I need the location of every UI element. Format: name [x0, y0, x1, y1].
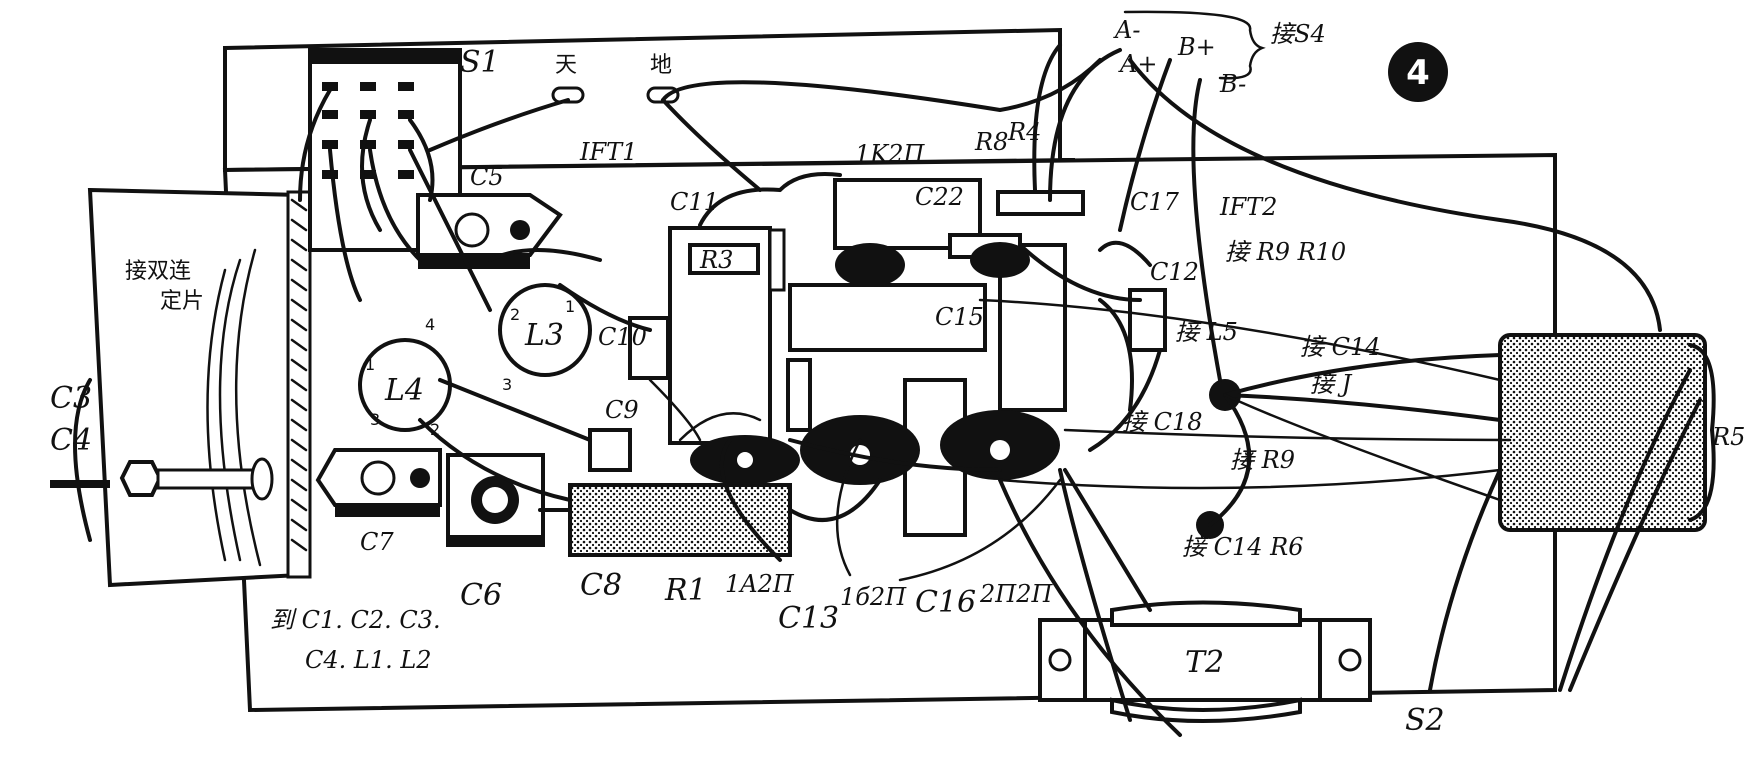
- label-dao2: C4. L1. L2: [305, 646, 432, 674]
- c15-block: [788, 283, 987, 352]
- shaft-collar: [156, 468, 260, 490]
- label-c15: C15: [935, 303, 984, 331]
- label-jie-l5: 接 L5: [1175, 318, 1238, 346]
- label-l4: L4: [384, 373, 424, 408]
- power-transformer-t2: [1038, 618, 1372, 702]
- label-jie-s4: 接S4: [1270, 20, 1326, 48]
- label-s2: S2: [1405, 703, 1445, 738]
- shaft-nut: [119, 460, 163, 497]
- trimmer-c6: [446, 453, 545, 547]
- c12-capacitor: [1128, 288, 1167, 352]
- label-c16: C16: [915, 585, 976, 620]
- label-jie-c14-r6: 接 C14 R6: [1182, 533, 1304, 561]
- label-c17: C17: [1130, 188, 1180, 216]
- label-di: 地: [650, 53, 672, 78]
- wiring: [298, 43, 1702, 737]
- svg-text:4: 4: [425, 315, 435, 334]
- label-jie-c14-top: 接 C14: [1300, 333, 1381, 361]
- label-b-minus: B-: [1219, 70, 1246, 98]
- tuning-capacitor-sweeps: [206, 248, 262, 567]
- tuning-capacitor-fins: [290, 198, 308, 552]
- svg-text:3: 3: [502, 375, 512, 394]
- label-c10: C10: [598, 323, 647, 351]
- tuning-shaft: [50, 480, 110, 488]
- label-dao: 到 C1. C2. C3.: [270, 606, 441, 634]
- label-l3: L3: [524, 318, 564, 353]
- label-ia2p: 1A2Π: [725, 570, 795, 598]
- label-r1: R1: [664, 573, 707, 608]
- label-jie-c18: 接 C18: [1122, 408, 1203, 436]
- s1-contacts: [322, 82, 414, 179]
- svg-text:1: 1: [565, 297, 575, 316]
- svg-text:1: 1: [365, 355, 375, 374]
- label-ift2: IFT2: [1219, 193, 1277, 221]
- coil-socket-l3: [498, 283, 592, 377]
- label-t2: T2: [1185, 645, 1224, 680]
- label-ift1: IFT1: [579, 138, 637, 166]
- label-c4: C4: [50, 423, 92, 458]
- thin-wiring: [648, 298, 1512, 582]
- r8-r4-strip: [996, 190, 1085, 216]
- label-s1: S1: [460, 45, 500, 80]
- tuning-capacitor-frame: [87, 187, 302, 588]
- svg-text:3: 3: [370, 410, 380, 429]
- svg-text:2: 2: [430, 420, 440, 439]
- label-c13: C13: [778, 601, 839, 636]
- c9-capacitor: [588, 428, 632, 472]
- label-ik2p: 1K2Π: [855, 140, 925, 168]
- label-jie-shuanglian: 接双连: [125, 259, 191, 284]
- r3-resistor: [688, 243, 760, 275]
- label-r3: R3: [699, 246, 733, 274]
- s1-top-bar: [310, 50, 460, 64]
- figure-number: 4: [1406, 53, 1430, 93]
- tuning-capacitor-arc: [73, 378, 92, 542]
- shaft-end: [250, 457, 274, 501]
- label-2p2p: 2Π2Π: [979, 580, 1053, 608]
- label-c9: C9: [605, 396, 639, 424]
- label-c7: C7: [360, 528, 394, 556]
- svg-text:2: 2: [510, 305, 520, 324]
- label-b-plus: B+: [1177, 33, 1216, 61]
- label-r8: R8: [974, 128, 1008, 156]
- small-resistor: [786, 358, 812, 432]
- label-i62p: 1б2Π: [840, 583, 907, 611]
- label-c6: C6: [460, 578, 502, 613]
- component-labels: S1 天 地 IFT1 1K2Π R8 R4 A- A+ B+ B- 接S4 C…: [50, 16, 1745, 738]
- label-dingpian: 定片: [160, 289, 204, 314]
- t2-windings: [1110, 600, 1302, 627]
- output-transformer: [1498, 333, 1707, 532]
- label-c8: C8: [580, 568, 622, 603]
- label-a-minus: A-: [1113, 16, 1140, 44]
- label-c3: C3: [50, 381, 92, 416]
- label-r4: R4: [1007, 118, 1041, 146]
- c8-r1-block: [568, 483, 792, 557]
- label-r5: R5: [1711, 423, 1745, 451]
- label-jie-j: 接 J: [1310, 370, 1353, 398]
- label-tian: 天: [555, 53, 577, 78]
- label-c12: C12: [1150, 258, 1199, 286]
- transformer-bracket: [1688, 343, 1716, 522]
- label-c11: C11: [670, 188, 719, 216]
- s4-brace: [1123, 10, 1266, 80]
- label-c22: C22: [915, 183, 964, 211]
- trimmer-c7: [315, 448, 442, 517]
- label-jie-r9: 接 R9: [1230, 446, 1295, 474]
- label-jie-r9-r10: 接 R9 R10: [1225, 238, 1346, 266]
- label-c5: C5: [470, 163, 504, 191]
- label-a-plus: A+: [1118, 50, 1157, 78]
- figure-badge: [1388, 42, 1448, 102]
- c11-capacitor: [768, 228, 786, 292]
